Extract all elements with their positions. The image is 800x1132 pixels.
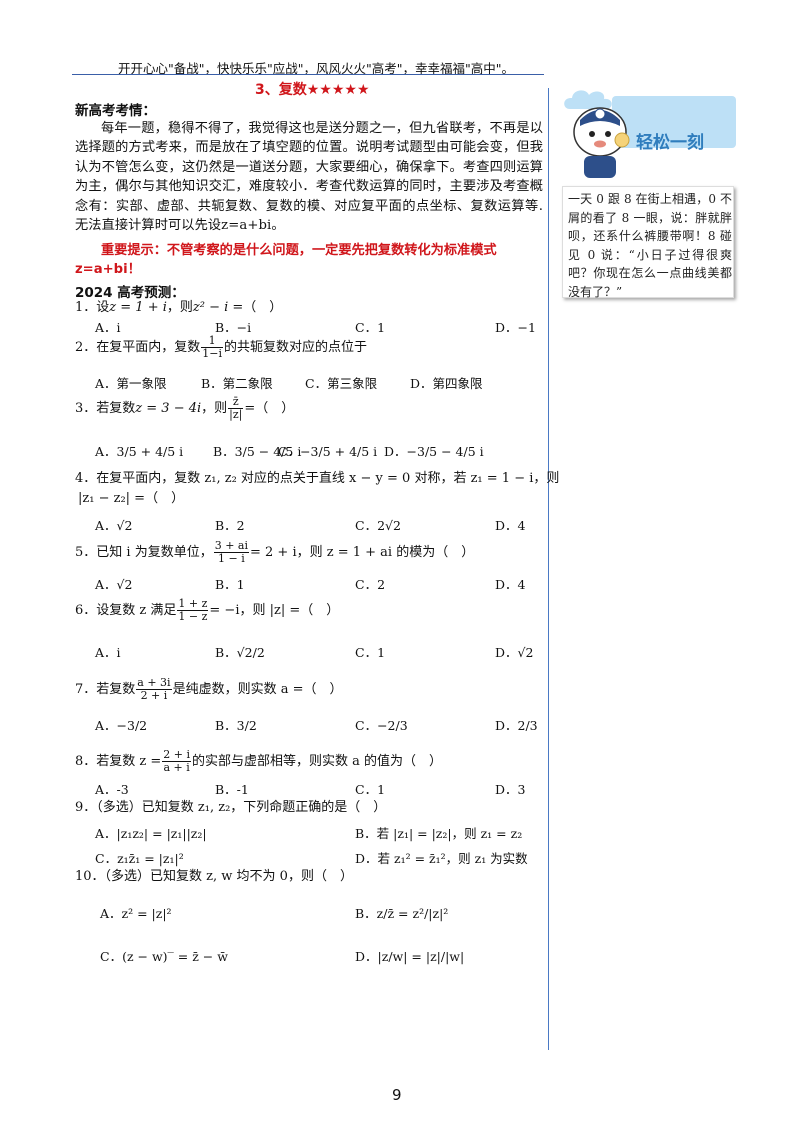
q8-option-d: D．3 xyxy=(495,782,526,797)
q5-option-b: B．1 xyxy=(215,577,245,592)
q2-option-c: C．第三象限 xyxy=(305,376,378,391)
q4-option-d: D．4 xyxy=(495,518,526,533)
q9-option-b: B．若 |z₁| = |z₂|，则 z₁ = z₂ xyxy=(355,826,523,841)
q10-option-a: A．z² = |z|² xyxy=(100,906,172,921)
q2-option-a: A．第一象限 xyxy=(95,376,167,391)
q3-option-d: D．−3/5 − 4/5 i xyxy=(384,444,484,459)
q8-option-c: C．1 xyxy=(355,782,386,797)
q1-option-c: C．1 xyxy=(355,320,386,335)
mascot-icon xyxy=(573,107,630,178)
q3-option-a: A．3/5 + 4/5 i xyxy=(95,444,184,459)
header-rule xyxy=(72,74,544,75)
q6-option-d: D．√2 xyxy=(495,645,534,660)
q4-option-b: B．2 xyxy=(215,518,245,533)
q3-option-b: B．3/5 − 4/5 i xyxy=(213,444,302,459)
q8-option-a: A．-3 xyxy=(95,782,129,797)
q6-option-b: B．√2/2 xyxy=(215,645,265,660)
warning-note: 重要提示：不管考察的是什么问题，一定要先把复数转化为标准模式 z=a+bi！ xyxy=(75,243,497,278)
q10-option-c: C．(z − w)‾ = z̄ − w̄ xyxy=(100,949,228,964)
intro-paragraph: 每年一题，稳得不得了，我觉得这也是送分题之一，但九省联考，不再是以选择题的方式考… xyxy=(75,121,543,234)
page-number: 9 xyxy=(392,1086,402,1104)
q9-option-a: A．|z₁z₂| = |z₁||z₂| xyxy=(95,826,207,841)
header-banner: 开开心心"备战"，快快乐乐"应战"，风风火火"高考"，幸幸福福"高中"。 xyxy=(118,61,514,76)
column-divider xyxy=(548,88,549,1050)
q3-fraction: z̄|z| xyxy=(228,395,244,421)
q9-option-c: C．z₁z̄₁ = |z₁|² xyxy=(95,851,184,866)
q7-option-d: D．2/3 xyxy=(495,718,538,733)
q1-option-a: A．i xyxy=(95,320,121,335)
intro-heading: 新高考考情： xyxy=(75,103,156,119)
q1-option-b: B．−i xyxy=(215,320,252,335)
q7-option-c: C．−2/3 xyxy=(355,718,408,733)
q1-option-d: D．−1 xyxy=(495,320,536,335)
q2-option-b: B．第二象限 xyxy=(201,376,273,391)
cloud-icon xyxy=(564,90,612,109)
q2-option-d: D．第四象限 xyxy=(410,376,483,391)
question-10: 10．（多选）已知复数 z, w 均不为 0，则（ ） xyxy=(75,869,353,884)
q4-option-a: A．√2 xyxy=(95,518,133,533)
q4-option-c: C．2√2 xyxy=(355,518,401,533)
section-title: 3、复数★★★★★ xyxy=(255,82,370,98)
question-9: 9．（多选）已知复数 z₁, z₂，下列命题正确的是（ ） xyxy=(75,800,387,815)
q3-option-c: C．−3/5 + 4/5 i xyxy=(278,444,378,459)
question-4-line-2: |z₁ − z₂| =（ ） xyxy=(78,491,185,506)
question-4-line-1: 4．在复平面内，复数 z₁, z₂ 对应的点关于直线 x − y = 0 对称，… xyxy=(75,471,560,486)
joke-text: 一天 0 跟 8 在街上相遇，0 不屑的看了 8 一眼，说：胖就胖呗，还系什么裤… xyxy=(568,192,732,299)
q5-option-a: A．√2 xyxy=(95,577,133,592)
q10-option-d: D．|z/w| = |z|/|w| xyxy=(355,949,465,964)
question-1: 1．设z = 1 + i，则z² − i =（ ） xyxy=(75,300,283,315)
q7-option-a: A．−3/2 xyxy=(95,718,148,733)
q9-option-d: D．若 z₁² = z̄₁²，则 z₁ 为实数 xyxy=(355,851,528,866)
q8-option-b: B．-1 xyxy=(215,782,249,797)
q10-option-b: B．z/z̄ = z²/|z|² xyxy=(355,906,449,921)
q6-option-a: A．i xyxy=(95,645,121,660)
q7-option-b: B．3/2 xyxy=(215,718,257,733)
q6-option-c: C．1 xyxy=(355,645,386,660)
joke-box xyxy=(562,186,734,298)
q5-option-d: D．4 xyxy=(495,577,526,592)
side-title-box xyxy=(612,96,736,148)
forecast-heading: 2024 高考预测： xyxy=(75,285,185,301)
side-title: 轻松一刻 xyxy=(636,133,704,153)
q5-option-c: C．2 xyxy=(355,577,386,592)
